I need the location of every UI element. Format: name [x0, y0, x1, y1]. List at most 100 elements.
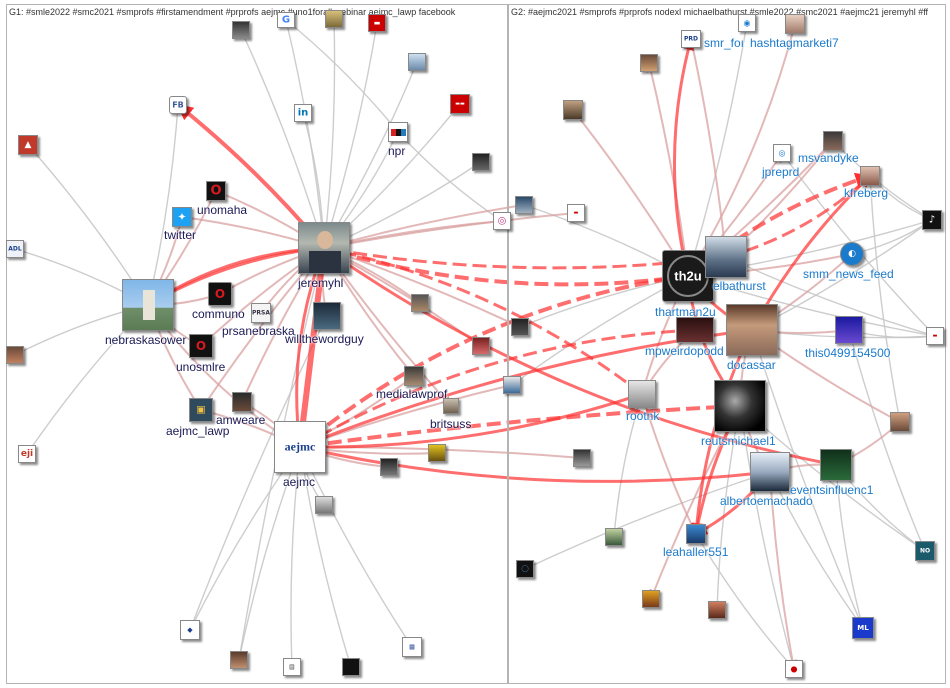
label-jpreprd[interactable]: jpreprd: [762, 165, 800, 179]
logo-node-icon[interactable]: [342, 658, 360, 676]
avatar-node[interactable]: [315, 496, 333, 514]
jpreprd-logo-icon[interactable]: ◎: [773, 144, 791, 162]
label-msvandyke[interactable]: msvandyke: [798, 151, 859, 165]
avatar-node[interactable]: [408, 53, 426, 71]
label-aejmc-lawp[interactable]: aejmc_lawp: [166, 424, 230, 438]
avatar-node[interactable]: [605, 528, 623, 546]
label-britsuss[interactable]: britsuss: [430, 417, 472, 431]
avatar-node[interactable]: [708, 601, 726, 619]
avatar-node[interactable]: [503, 376, 521, 394]
label-leahaller551[interactable]: leahaller551: [663, 545, 729, 559]
label-willthewordguy[interactable]: willthewordguy: [285, 332, 364, 346]
avatar-node[interactable]: [472, 153, 490, 171]
avatar-hashtagmarketi7[interactable]: [785, 14, 805, 34]
twitter-bird-icon[interactable]: ✦: [172, 207, 192, 227]
avatar-leahaller551[interactable]: [686, 524, 706, 544]
label-communo[interactable]: communo: [192, 307, 245, 321]
cnn-logo-icon[interactable]: ▬: [368, 14, 386, 32]
ml-logo-icon[interactable]: ML: [852, 617, 874, 639]
avatar-willthewordguy[interactable]: [313, 302, 341, 330]
prd-logo-icon[interactable]: PRD: [681, 30, 701, 48]
logo-node-icon[interactable]: ◉: [738, 14, 756, 32]
logo-node-icon[interactable]: ▤: [283, 658, 301, 676]
instagram-logo-icon[interactable]: ◎: [493, 212, 511, 230]
communo-logo-icon[interactable]: O: [208, 282, 232, 306]
aejmc-logo-icon[interactable]: aejmc: [274, 421, 326, 473]
label-unomaha[interactable]: unomaha: [197, 203, 248, 217]
avatar-msvandyke[interactable]: [823, 131, 843, 151]
avatar-jeremyhl[interactable]: [298, 222, 350, 274]
prsanebraska-logo-icon[interactable]: PRSA: [251, 303, 271, 323]
avatar-amweare[interactable]: [232, 392, 252, 412]
avatar-mpweirdopodd[interactable]: [676, 317, 714, 343]
label-aejmc[interactable]: aejmc: [283, 475, 316, 489]
npr-logo-icon[interactable]: [388, 122, 408, 142]
label-elbathurst[interactable]: elbathurst: [713, 279, 766, 293]
label-eventsinfluenc1[interactable]: eventsinfluenc1: [790, 483, 874, 497]
avatar-albertoemachado[interactable]: [750, 452, 790, 492]
label-jeremyhl[interactable]: jeremyhl: [298, 276, 344, 290]
avatar-eventsinfluenc1[interactable]: [820, 449, 852, 481]
label-medialawprof[interactable]: medialawprof: [376, 387, 448, 401]
avatar-node[interactable]: [380, 458, 398, 476]
avatar-node[interactable]: [472, 337, 490, 355]
logo-node-icon[interactable]: ●: [785, 660, 803, 678]
label-thartman2u[interactable]: thartman2u: [655, 305, 716, 319]
logo-node-icon[interactable]: ◆: [180, 620, 200, 640]
label-docassar[interactable]: docassar: [727, 358, 776, 372]
politico-logo-icon[interactable]: ▬▬: [450, 94, 470, 114]
avatar-node[interactable]: ○: [516, 560, 534, 578]
unomaha-logo-icon[interactable]: O: [206, 181, 226, 201]
smm-news-logo-icon[interactable]: ◐: [840, 242, 864, 266]
red-logo-icon[interactable]: ▲: [18, 135, 38, 155]
avatar-reutsmichael1[interactable]: [714, 380, 766, 432]
avatar-medialawprof[interactable]: [404, 366, 424, 386]
label-smr-fo[interactable]: smr_foı: [704, 36, 745, 50]
unosmlre-logo-icon[interactable]: O: [189, 334, 213, 358]
label-prsanebraska[interactable]: prsanebraska: [222, 324, 295, 338]
label-mpweirdopodd[interactable]: mpweirdopodd: [645, 344, 724, 358]
avatar-node[interactable]: [428, 444, 446, 462]
tiktok-logo-icon[interactable]: ♪: [922, 210, 942, 230]
label-hashtagmarketi7[interactable]: hashtagmarketi7: [750, 36, 839, 50]
label-rootnk[interactable]: rootnk: [626, 409, 660, 423]
adl-logo-icon[interactable]: ADL: [6, 240, 24, 258]
avatar-node[interactable]: [515, 196, 533, 214]
avatar-node[interactable]: [6, 346, 24, 364]
label-albertoemachado[interactable]: albertoemachado: [720, 494, 813, 508]
avatar-node[interactable]: [230, 651, 248, 669]
label-this0499154500[interactable]: this0499154500: [805, 346, 891, 360]
avatar-nebraskasower[interactable]: [122, 279, 174, 331]
logo-node-icon[interactable]: ▬: [926, 327, 944, 345]
aejmc-lawp-logo-icon[interactable]: ▣: [189, 398, 213, 422]
avatar-britsuss[interactable]: [443, 398, 459, 414]
avatar-node[interactable]: [642, 590, 660, 608]
avatar-node[interactable]: [325, 10, 343, 28]
label-unosmlre[interactable]: unosmlre: [176, 360, 226, 374]
avatar-this0499154500[interactable]: [835, 316, 863, 344]
avatar-node[interactable]: [890, 412, 910, 432]
label-npr[interactable]: npr: [388, 144, 406, 158]
linkedin-logo-icon[interactable]: in: [294, 104, 312, 122]
nd-logo-icon[interactable]: NO: [915, 541, 935, 561]
avatar-elbathurst[interactable]: [705, 236, 747, 278]
label-amweare[interactable]: amweare: [216, 413, 266, 427]
label-smm-news-feed[interactable]: smm_news_feed: [803, 267, 894, 281]
avatar-docassar[interactable]: [726, 304, 778, 356]
label-kfreberg[interactable]: kfreberg: [844, 186, 889, 200]
avatar-node[interactable]: [563, 100, 583, 120]
logo-node-icon[interactable]: ▦: [402, 637, 422, 657]
avatar-node[interactable]: [411, 294, 429, 312]
label-nebraskasower[interactable]: nebraskasower: [105, 333, 187, 347]
avatar-kfreberg[interactable]: [860, 166, 880, 186]
eji-logo-icon[interactable]: eji: [18, 445, 36, 463]
facebook-logo-icon[interactable]: FB: [169, 96, 187, 114]
avatar-node[interactable]: [573, 449, 591, 467]
logo-node-icon[interactable]: ▬: [567, 204, 585, 222]
label-reutsmichael1[interactable]: reutsmichael1: [701, 434, 776, 448]
avatar-node[interactable]: [511, 318, 529, 336]
avatar-node[interactable]: [640, 54, 658, 72]
label-twitter[interactable]: twitter: [164, 228, 197, 242]
avatar-node[interactable]: [232, 21, 250, 39]
google-logo-icon[interactable]: G: [277, 12, 295, 28]
